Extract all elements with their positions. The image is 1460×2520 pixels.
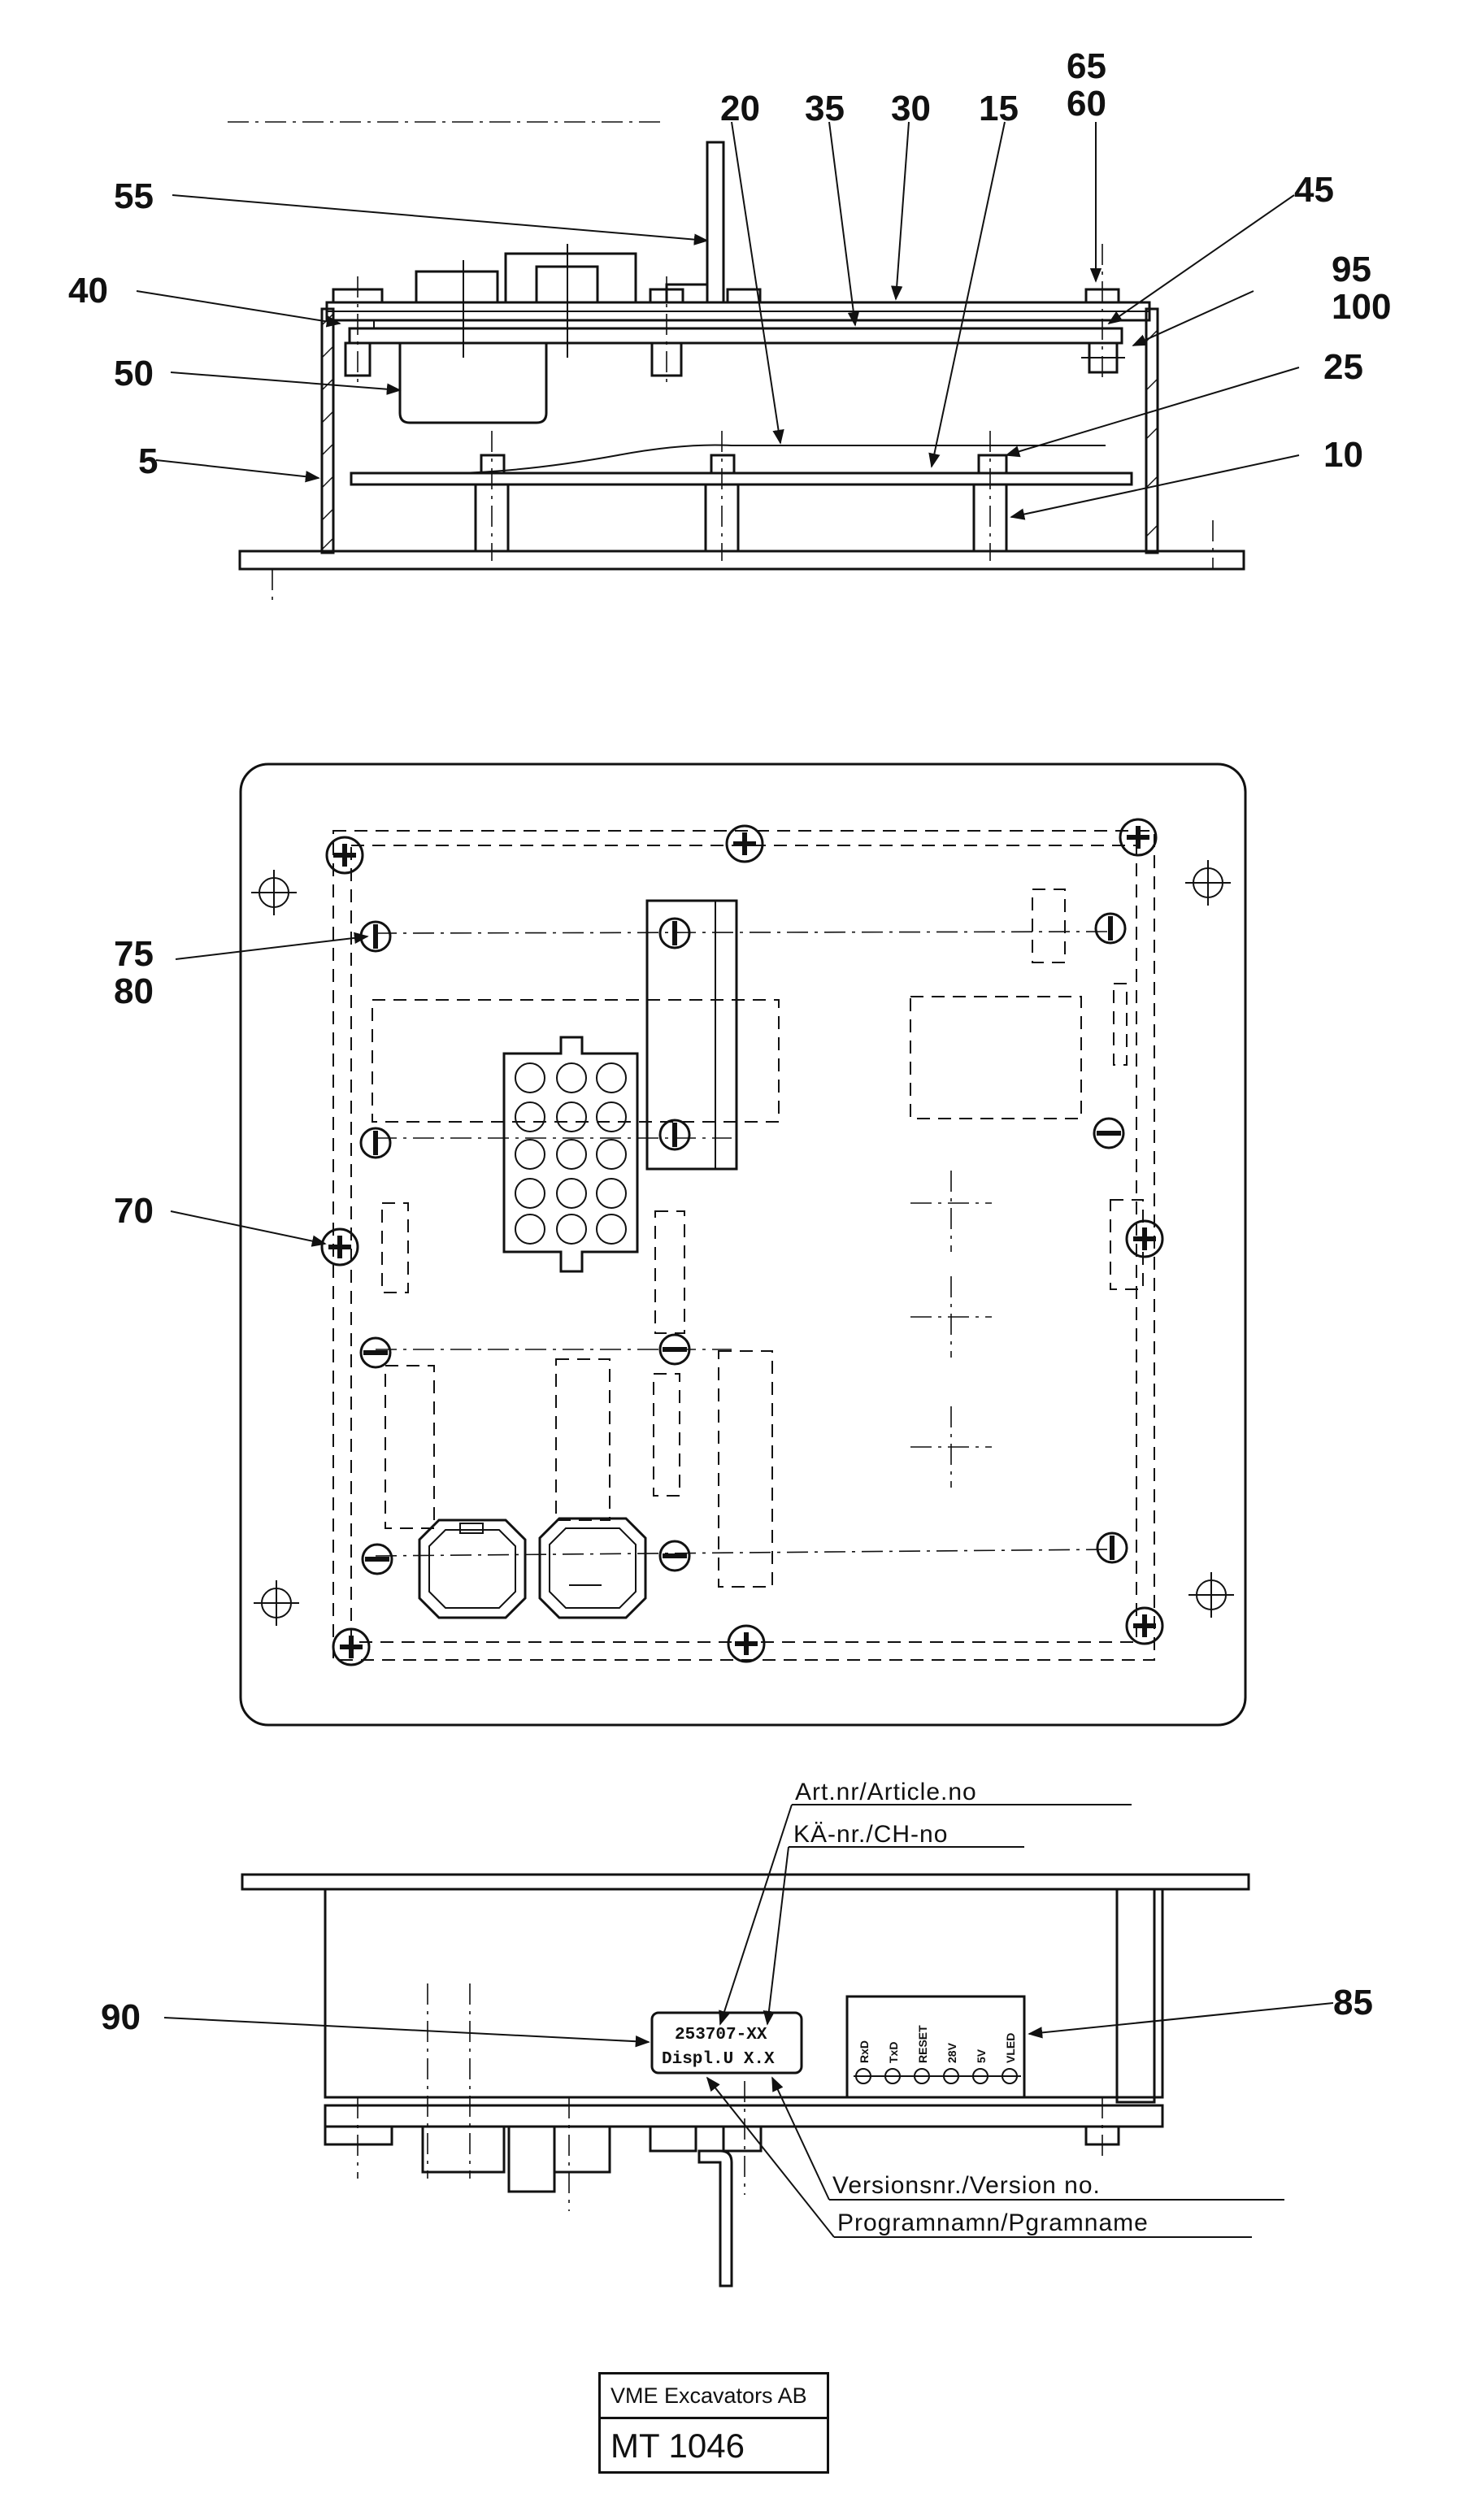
callout-numbers: 65 60 20 35 30 15 55 45 95 100 40 50 25 … [68,46,1391,2037]
note-version-no: Versionsnr./Version no. [832,2172,1101,2199]
note-program-name: Programnamn/Pgramname [837,2209,1149,2236]
pin-label: TxD [887,2042,900,2063]
callout-25: 25 [1323,347,1363,387]
callout-65: 65 [1067,46,1106,86]
note-article-no: Art.nr/Article.no [795,1779,977,1805]
callout-90: 90 [101,1997,141,2037]
title-block: VME Excavators AB MT 1046 [598,2372,829,2474]
pin-label: 5V [975,2049,988,2063]
callout-35: 35 [805,89,845,128]
callout-75: 75 [114,934,154,974]
callout-50: 50 [114,354,154,393]
callout-100: 100 [1332,287,1391,327]
pin-label: VLED [1004,2033,1017,2063]
label-plate-line1: 253707-XX [675,2026,767,2044]
side-section-view [228,121,1245,602]
front-view [239,763,1247,1727]
label-notes: Art.nr/Article.no KÄ-nr./CH-no Versionsn… [793,1779,1149,2236]
label-plate-line2: Displ.U X.X [662,2050,775,2069]
note-leaders [163,1804,1334,2238]
pin-label: RxD [858,2040,871,2063]
callout-80: 80 [114,971,154,1011]
label-plate: 253707-XX Displ.U X.X [662,2026,775,2069]
callout-leaders-top [136,121,1300,520]
callout-60: 60 [1067,84,1106,124]
pin-label: RESET [916,2025,929,2063]
callout-20: 20 [720,89,760,128]
callout-85: 85 [1333,1983,1373,2023]
callout-45: 45 [1294,170,1334,210]
pin-label: 28V [945,2042,958,2063]
note-ch-no: KÄ-nr./CH-no [793,1821,948,1848]
callout-95: 95 [1332,250,1371,289]
bottom-side-view [241,1873,1250,2288]
callout-10: 10 [1323,435,1363,475]
callout-leaders-front [170,932,369,1247]
callout-5: 5 [138,441,158,481]
company-name: VME Excavators AB [601,2374,827,2419]
callout-70: 70 [114,1191,154,1231]
callout-40: 40 [68,271,108,311]
drawing-number: MT 1046 [611,2427,745,2465]
callout-15: 15 [979,89,1019,128]
test-socket-labels: RxD TxD RESET 28V 5V VLED [858,2025,1017,2063]
callout-55: 55 [114,176,154,216]
callout-30: 30 [891,89,931,128]
